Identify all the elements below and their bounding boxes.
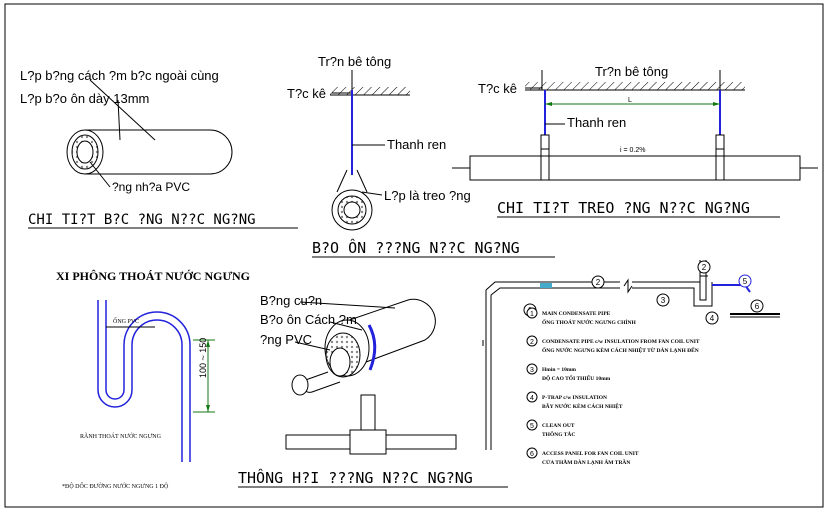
legend-text-vi: THÔNG TẮC xyxy=(542,430,575,438)
legend-marker-3 xyxy=(526,363,538,375)
tee-fitting xyxy=(349,429,387,455)
leader-pipe xyxy=(89,161,111,188)
marker-number-2-drop: 2 xyxy=(702,263,707,272)
legend-marker-6 xyxy=(526,447,538,459)
drawing-border xyxy=(4,3,824,508)
label-channel: RÃNH THOÁT NƯỚC NGƯNG xyxy=(80,432,162,440)
siphon-detail: XI PHÔNG THOÁT NƯỚC NGƯNG ỐNG PVC 100 ~ … xyxy=(56,269,250,490)
dimension-label: L xyxy=(628,97,632,104)
label-slope-note: *ĐỘ DỐC ĐƯỜNG NƯỚC NGƯNG 1 ĐỘ xyxy=(62,482,169,490)
marker-2-drop xyxy=(697,260,711,274)
label-ceiling: Tr?n bê tông xyxy=(318,54,391,69)
insulation-detail: L?p b?ng cách ?m b?c ngoài cùng L?p b?o … xyxy=(20,68,298,229)
legend-text-vi: BẪY NƯỚC KÈM CÁCH NHIỆT xyxy=(542,402,623,410)
marker-number-4: 4 xyxy=(710,314,715,323)
label-insulation: B?o ôn Cách ?m xyxy=(260,312,357,327)
legend-text-vi: ĐỘ CAO TỐI THIỂU 10mm xyxy=(542,374,611,382)
label-anchor: T?c kê xyxy=(287,86,326,101)
label-pvc-pipe: ?ng nh?a PVC xyxy=(112,180,190,194)
p-trap-outer xyxy=(97,300,183,462)
title-siphon: XI PHÔNG THOÁT NƯỚC NGƯNG xyxy=(56,269,250,283)
leader-inner xyxy=(117,99,121,141)
title-hanger-side: B?O ÔN ???NG N??C NG?NG xyxy=(312,238,520,257)
legend-marker-5 xyxy=(526,419,538,431)
hanger-elevation: Tr?n bê tông T?c kê Thanh ren L i = 0.2%… xyxy=(452,64,818,218)
legend-text-en: ACCESS PANEL FOR FAN COIL UNIT xyxy=(542,451,639,457)
label-clamp: L?p là treo ?ng xyxy=(384,188,471,203)
flow-marker xyxy=(540,283,552,288)
legend-number: 6 xyxy=(530,451,534,458)
condensate-schematic xyxy=(482,260,780,450)
ceiling-hatch xyxy=(525,82,745,90)
pipe-top xyxy=(452,155,818,169)
label-dimension: 100 ~ 150 xyxy=(198,338,208,378)
legend-marker-4 xyxy=(526,391,538,403)
leader-pvc xyxy=(294,341,331,351)
outer-pipe-body xyxy=(85,129,233,175)
legend-number: 1 xyxy=(530,311,534,318)
slope-label: i = 0.2% xyxy=(620,147,646,154)
p-trap-inner xyxy=(105,300,191,462)
label-insulation: L?p b?o ôn dày 13mm xyxy=(20,91,149,106)
tee-branch xyxy=(360,394,376,436)
pipe-section xyxy=(343,201,361,219)
legend-text-vi: CỬA THĂM DÀN LẠNH ÂM TRẦN xyxy=(542,458,630,466)
hanger-left xyxy=(540,134,550,150)
leader-clamp xyxy=(361,191,383,196)
legend-text-en: CONDENSATE PIPE c/w INSULATION FROM FAN … xyxy=(542,339,700,345)
label-rod: Thanh ren xyxy=(567,115,626,130)
marker-number-3: 3 xyxy=(661,296,666,305)
legend-text-en: P-TRAP c/w INSULATION xyxy=(542,395,607,401)
legend-text-en: Hmin = 10mm xyxy=(542,367,576,373)
label-rod: Thanh ren xyxy=(387,137,446,152)
ceiling-hatch xyxy=(330,87,410,95)
leader-tape xyxy=(299,301,396,309)
title-insulation-detail: CHI TI?T B?C ?NG N??C NG?NG xyxy=(28,212,256,228)
label-anchor: T?c kê xyxy=(478,81,517,96)
legend-number: 2 xyxy=(530,339,534,346)
tape-band xyxy=(367,324,377,371)
legend-number: 3 xyxy=(530,367,534,374)
leader-outer xyxy=(89,79,156,141)
label-tape: B?ng cu?n xyxy=(260,293,322,308)
legend-number: 4 xyxy=(530,395,534,402)
legend-text-en: CLEAN OUT xyxy=(542,423,575,429)
label-pvc-pipe: ỐNG PVC xyxy=(113,317,139,325)
legend-text-en: MAIN CONDENSATE PIPE xyxy=(542,311,611,317)
pvc-pipe-end xyxy=(76,140,94,164)
marker-4 xyxy=(705,311,719,325)
pipe-3d-detail: B?ng cu?n B?o ôn Cách ?m ?ng PVC THÔNG H… xyxy=(238,293,508,488)
pipe-bottom xyxy=(469,168,801,181)
legend-marker-1 xyxy=(526,307,538,319)
marker-6 xyxy=(750,299,764,313)
label-outer-wrap: L?p b?ng cách ?m b?c ngoài cùng xyxy=(20,68,219,83)
hanger-right xyxy=(715,134,725,150)
break-symbol xyxy=(623,278,633,294)
clamp-straps xyxy=(336,169,368,193)
marker-number-2: 2 xyxy=(596,278,601,287)
legend-text-vi: ỐNG NƯỚC NGƯNG KÈM CÁCH NHIỆT TỪ DÀN LẠN… xyxy=(542,346,699,354)
pvc-core xyxy=(329,347,351,377)
legend-text-vi: ỐNG THOÁT NƯỚC NGƯNG CHÍNH xyxy=(542,318,637,326)
marker-number-5: 5 xyxy=(743,277,748,286)
hanger-side-view: Tr?n bê tông T?c kê Thanh ren L?p là tre… xyxy=(287,54,555,258)
marker-3 xyxy=(656,293,670,307)
marker-5 xyxy=(738,274,752,288)
legend-marker-2 xyxy=(526,335,538,347)
horizontal-pipe xyxy=(632,281,707,301)
legend-number: 5 xyxy=(530,423,534,430)
label-pvc: ?ng PVC xyxy=(260,332,312,347)
marker-number-6: 6 xyxy=(755,302,760,311)
title-hanger-elevation: CHI TI?T TREO ?NG N??C NG?NG xyxy=(497,199,750,217)
title-pipe-3d: THÔNG H?I ???NG N??C NG?NG xyxy=(238,468,473,487)
label-ceiling: Tr?n bê tông xyxy=(595,64,668,79)
leader-insulation xyxy=(329,321,363,331)
marker-2 xyxy=(591,275,605,289)
